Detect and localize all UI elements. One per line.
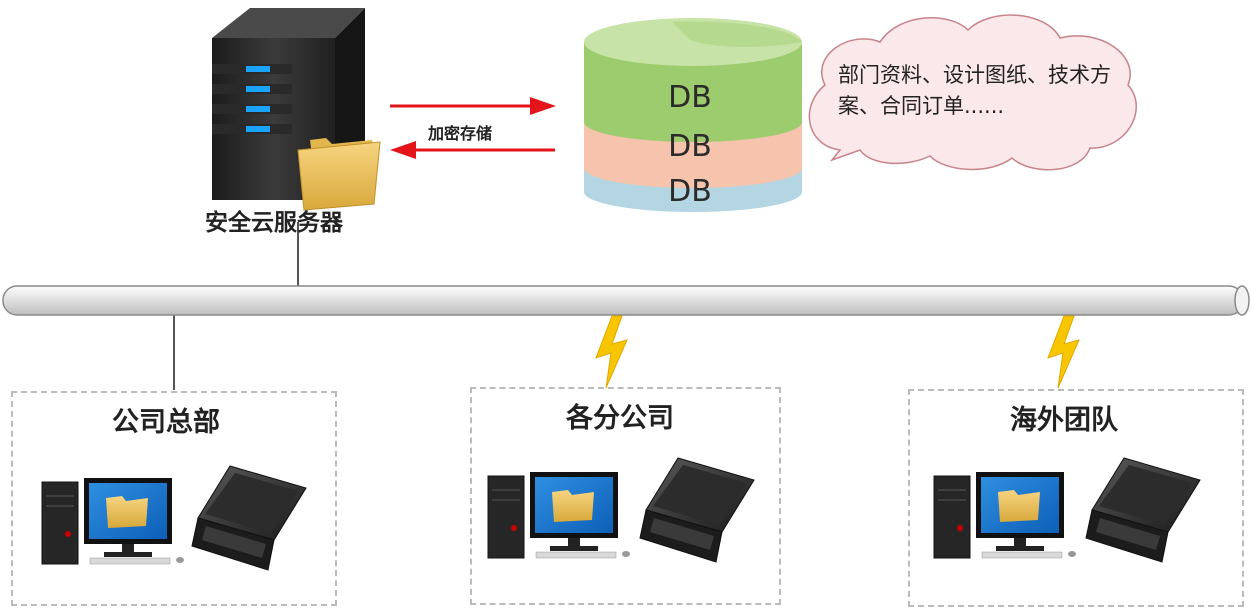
laptop-icon xyxy=(191,465,307,571)
db-layer-label: DB xyxy=(668,129,712,164)
db-layer-label: DB xyxy=(668,80,712,115)
store-arrow-right xyxy=(390,97,556,115)
database-icon xyxy=(584,18,802,212)
site-box-branches xyxy=(470,387,781,605)
site-box-headquarters xyxy=(11,391,337,606)
laptop-icon xyxy=(1085,457,1201,563)
bubble-text: 部门资料、设计图纸、技术方案、合同订单...... xyxy=(838,63,1111,118)
retrieve-arrow-left xyxy=(390,141,555,159)
server-label: 安全云服务器 xyxy=(205,210,343,236)
wireless-bolt-icon xyxy=(1047,315,1080,389)
db-layer-label: DB xyxy=(668,174,712,209)
folder-icon xyxy=(297,138,381,211)
network-pipe xyxy=(2,285,1250,316)
site-title-headquarters: 公司总部 xyxy=(112,407,220,438)
site-title-overseas: 海外团队 xyxy=(1010,405,1118,436)
desktop-computer-icon xyxy=(487,472,630,559)
laptop-icon xyxy=(639,457,755,563)
speech-bubble xyxy=(808,14,1138,171)
encrypted-storage-label: 加密存储 xyxy=(428,124,493,143)
site-title-branches: 各分公司 xyxy=(566,403,674,434)
desktop-computer-icon xyxy=(933,472,1076,559)
desktop-computer-icon xyxy=(41,478,184,565)
wireless-bolt-icon xyxy=(595,315,628,389)
site-box-overseas xyxy=(908,389,1244,607)
